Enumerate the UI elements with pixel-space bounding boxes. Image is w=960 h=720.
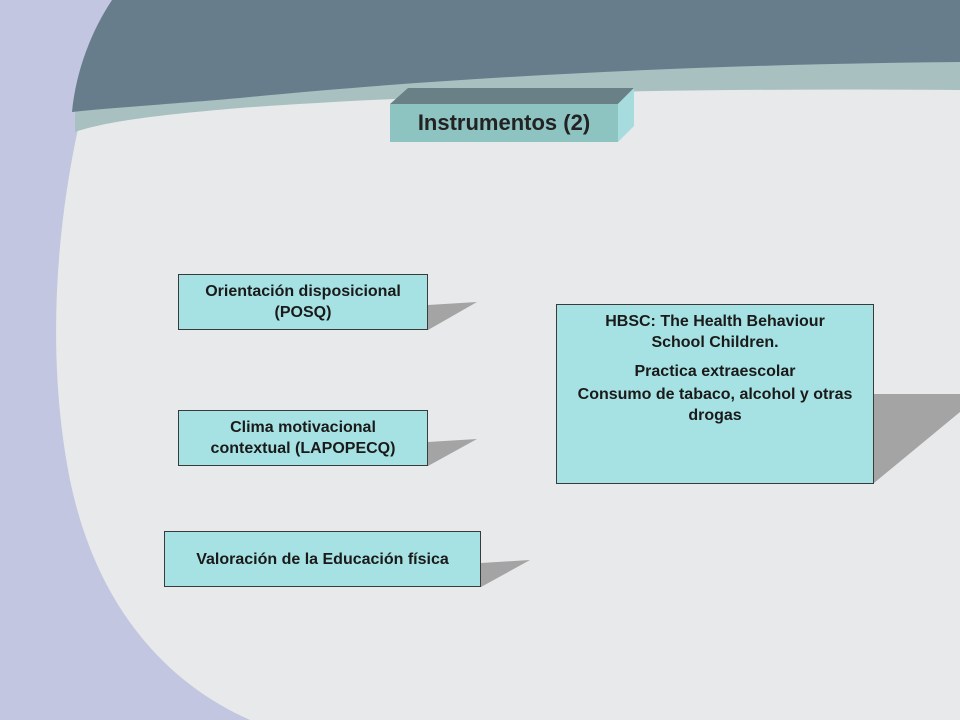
hbsc-box: HBSC: The Health Behaviour School Childr… <box>556 304 874 484</box>
title-block-top <box>390 88 634 104</box>
left-curve-band <box>0 0 250 720</box>
posq-label: Orientación disposicional (POSQ) <box>205 283 401 321</box>
lapopecq-label: Clima motivacional contextual (LAPOPECQ) <box>210 419 396 457</box>
hbsc-shadow <box>874 394 960 483</box>
title-block-side <box>618 88 634 142</box>
posq-shadow <box>428 302 477 330</box>
slide-title: Instrumentos (2) <box>390 104 618 142</box>
educacion-label: Valoración de la Educación física <box>196 550 449 568</box>
hbsc-line1: HBSC: The Health Behaviour School Childr… <box>605 313 825 351</box>
educacion-box: Valoración de la Educación física <box>164 531 481 587</box>
top-slate-band <box>72 0 960 112</box>
lapopecq-box: Clima motivacional contextual (LAPOPECQ) <box>178 410 428 466</box>
hbsc-line3: Consumo de tabaco, alcohol y otras droga… <box>577 386 853 424</box>
posq-box: Orientación disposicional (POSQ) <box>178 274 428 330</box>
hbsc-line2: Practica extraescolar <box>634 363 796 380</box>
educacion-shadow <box>481 560 530 587</box>
lapopecq-shadow <box>428 439 477 466</box>
